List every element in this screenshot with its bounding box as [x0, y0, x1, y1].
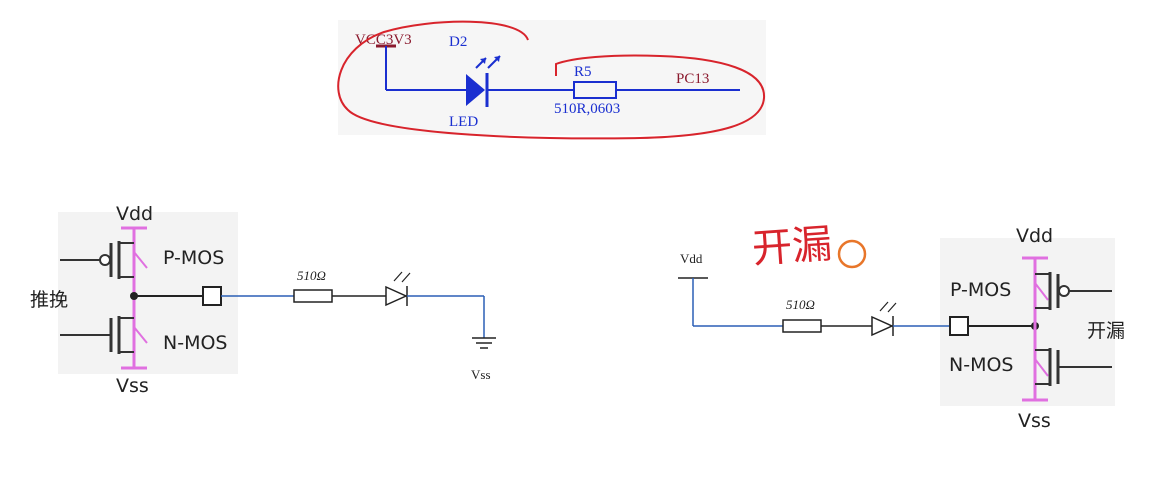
push-pull-circuit: Vdd P-MOS N-MOS Vss 推挽 510Ω — [30, 203, 496, 397]
resistor-r5 — [573, 81, 617, 99]
od-mode-label: 开漏 — [1087, 320, 1125, 342]
pp-resistor — [293, 289, 333, 303]
led-triangle — [466, 74, 485, 106]
pp-output-pin — [202, 286, 222, 306]
led-ref-label: D2 — [449, 34, 467, 50]
od-nmos-label: N-MOS — [949, 354, 1013, 376]
pp-pmos-switch — [133, 251, 148, 269]
od-supply-label: Vdd — [680, 251, 703, 266]
od-led-ray-2 — [887, 302, 897, 313]
annotation-loop — [337, 20, 766, 140]
pp-ground-label: Vss — [471, 367, 491, 382]
pp-mode-label: 推挽 — [30, 289, 68, 311]
pp-nmos-label: N-MOS — [163, 332, 227, 354]
open-drain-circuit: Vdd 510Ω Vdd P-MOS N-MOS — [678, 225, 1125, 432]
resistor-ref-label: R5 — [574, 64, 592, 80]
pp-nmos-switch — [133, 326, 148, 344]
pp-pmos-bubble — [99, 254, 111, 266]
led-ray-2-head — [494, 56, 500, 62]
od-pmos-bubble — [1058, 285, 1070, 297]
od-vdd-label: Vdd — [1016, 225, 1053, 247]
pp-led — [385, 285, 408, 307]
pp-led-ray-1 — [393, 271, 403, 282]
od-output-pin — [949, 316, 969, 336]
resistor-value-label: 510R,0603 — [554, 101, 620, 117]
net-label: PC13 — [676, 71, 709, 87]
od-led-ray-1 — [879, 301, 889, 312]
open-drain-panel — [940, 238, 1115, 406]
pp-led-ray-2 — [401, 272, 411, 283]
od-handwritten-note: 开漏 — [751, 221, 834, 272]
od-resistor — [782, 319, 822, 333]
pp-vdd-label: Vdd — [116, 203, 153, 225]
top-panel — [338, 20, 766, 135]
vcc-label: VCC3V3 — [355, 32, 412, 48]
pp-vss-label: Vss — [116, 375, 149, 397]
od-led — [871, 315, 894, 337]
top-led-circuit: VCC3V3 D2 LED R5 510R,0603 PC13 — [355, 32, 740, 130]
pp-resistor-label: 510Ω — [297, 268, 326, 283]
od-pmos-switch — [1034, 282, 1049, 301]
pp-pmos-label: P-MOS — [163, 247, 224, 269]
od-pmos-label: P-MOS — [950, 279, 1011, 301]
od-resistor-label: 510Ω — [786, 297, 815, 312]
led-ray-1-head — [480, 58, 486, 64]
highlight-circle — [837, 239, 867, 269]
od-vss-label: Vss — [1018, 410, 1051, 432]
led-name-label: LED — [449, 114, 478, 130]
od-nmos-switch — [1034, 358, 1049, 377]
